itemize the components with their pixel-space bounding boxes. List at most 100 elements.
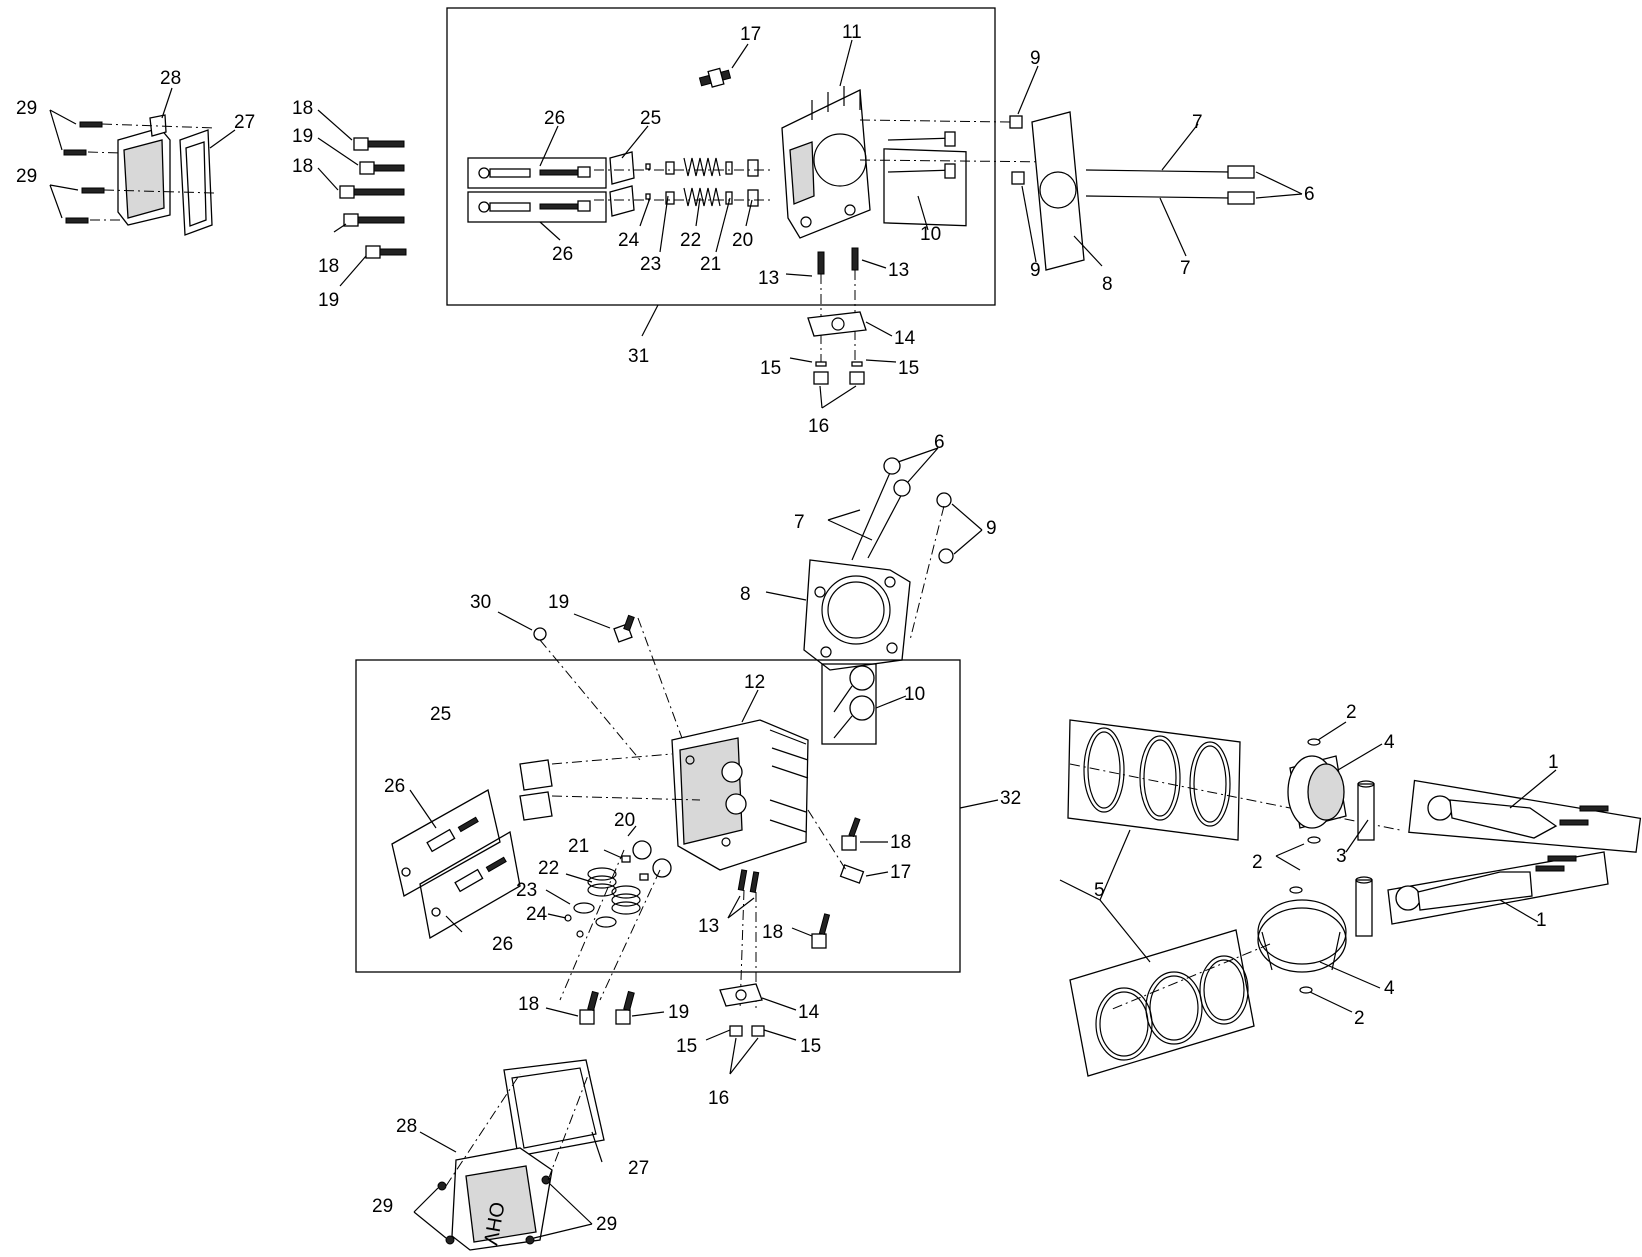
callout-29: 29 — [16, 98, 37, 119]
cylinder-head-top — [781, 86, 871, 239]
callout-3: 3 — [1336, 846, 1347, 867]
callout-19: 19 — [318, 290, 339, 311]
valves-box — [821, 663, 877, 745]
callout-17: 17 — [740, 24, 761, 45]
piston-pin-middle — [1355, 876, 1373, 937]
rocker-arm-box — [467, 157, 607, 189]
callout-29: 29 — [16, 166, 37, 187]
callout-17: 17 — [890, 862, 911, 883]
callout-9: 9 — [1030, 260, 1041, 281]
circlip — [1307, 836, 1321, 844]
callout-29: 29 — [372, 1196, 393, 1217]
callout-15: 15 — [800, 1036, 821, 1057]
studs-middle — [737, 869, 760, 893]
rocker-arms-middle — [401, 816, 507, 917]
valve-springs-top — [645, 157, 759, 207]
rocker-arm-box — [391, 789, 501, 897]
callout-25: 25 — [430, 704, 451, 725]
callout-6: 6 — [1304, 184, 1315, 205]
callout-18: 18 — [890, 832, 911, 853]
callout-31: 31 — [628, 346, 649, 367]
connecting-rod-top — [1427, 795, 1609, 839]
callout-13: 13 — [888, 260, 909, 281]
callout-28: 28 — [160, 68, 181, 89]
callout-9: 9 — [986, 518, 997, 539]
nuts-below — [729, 1025, 765, 1037]
callout-10: 10 — [904, 684, 925, 705]
callout-18: 18 — [292, 98, 313, 119]
callout-13: 13 — [758, 268, 779, 289]
callout-18: 18 — [318, 256, 339, 277]
valve-cover-top — [117, 114, 213, 236]
callout-18: 18 — [292, 156, 313, 177]
callout-2: 2 — [1354, 1008, 1365, 1029]
piston-rings-box — [1067, 719, 1241, 841]
callout-14: 14 — [894, 328, 916, 349]
exhaust-gasket-top — [807, 311, 867, 337]
bolt-30-19 — [533, 614, 635, 643]
callout-8: 8 — [740, 584, 751, 605]
valve-cover-bottom: OHV — [451, 1147, 553, 1251]
pushrods-middle — [851, 457, 911, 561]
rocker-arm-box — [467, 191, 607, 223]
head-gasket-middle — [803, 559, 911, 671]
rocker-bracket-top — [609, 151, 635, 217]
callout-1: 1 — [1548, 752, 1559, 773]
circlip — [1289, 886, 1303, 894]
dowel-pins-top — [1009, 115, 1025, 185]
callout-22: 22 — [680, 230, 701, 251]
callout-9: 9 — [1030, 48, 1041, 69]
piston-rings-bottom — [1095, 955, 1249, 1061]
spark-plug-top — [698, 67, 732, 88]
callout-2: 2 — [1252, 852, 1263, 873]
cylinder-head-kit-box-32 — [355, 659, 961, 973]
rocker-arm-top — [478, 166, 591, 213]
callout-24: 24 — [618, 230, 640, 251]
callout-21: 21 — [568, 836, 589, 857]
studs-top — [817, 247, 859, 275]
valve-cover-gasket-bottom — [503, 1059, 605, 1157]
callout-8: 8 — [1102, 274, 1113, 295]
piston-rings-top — [1083, 727, 1231, 827]
pushrods-top — [1085, 165, 1255, 205]
callout-16: 16 — [708, 1088, 729, 1109]
callout-15: 15 — [760, 358, 781, 379]
rocker-arm-box — [419, 830, 521, 940]
callout-26: 26 — [492, 934, 513, 955]
callout-16: 16 — [808, 416, 829, 437]
callout-19: 19 — [292, 126, 313, 147]
piston-middle — [1257, 899, 1347, 973]
valves-middle — [833, 665, 875, 739]
callout-22: 22 — [538, 858, 559, 879]
head-bolts-top — [339, 137, 407, 259]
callout-6: 6 — [934, 432, 945, 453]
callout-19: 19 — [548, 592, 569, 613]
callout-19: 19 — [668, 1002, 689, 1023]
callout-13: 13 — [698, 916, 719, 937]
callout-2: 2 — [1346, 702, 1357, 723]
cover-screws-top — [63, 121, 105, 224]
circlip — [1299, 986, 1313, 994]
callout-21: 21 — [700, 254, 721, 275]
callout-28: 28 — [396, 1116, 417, 1137]
valves-top — [887, 131, 956, 179]
cylinder-head-middle — [671, 719, 809, 871]
callout-23: 23 — [640, 254, 661, 275]
connecting-rod-box — [1387, 851, 1609, 925]
callout-24: 24 — [526, 904, 548, 925]
callout-14: 14 — [798, 1002, 820, 1023]
dowel-pins-middle — [936, 492, 954, 564]
callout-32: 32 — [1000, 788, 1021, 809]
callout-27: 27 — [628, 1158, 649, 1179]
connecting-rod-box — [1408, 779, 1642, 853]
callout-26: 26 — [544, 108, 565, 129]
valves-box — [883, 148, 967, 227]
piston-top — [1287, 755, 1347, 829]
callout-15: 15 — [898, 358, 919, 379]
rocker-bracket-middle — [519, 759, 553, 821]
bolt-spark-middle — [811, 817, 865, 949]
callout-5: 5 — [1094, 880, 1105, 901]
callout-20: 20 — [614, 810, 635, 831]
callout-29: 29 — [596, 1214, 617, 1235]
